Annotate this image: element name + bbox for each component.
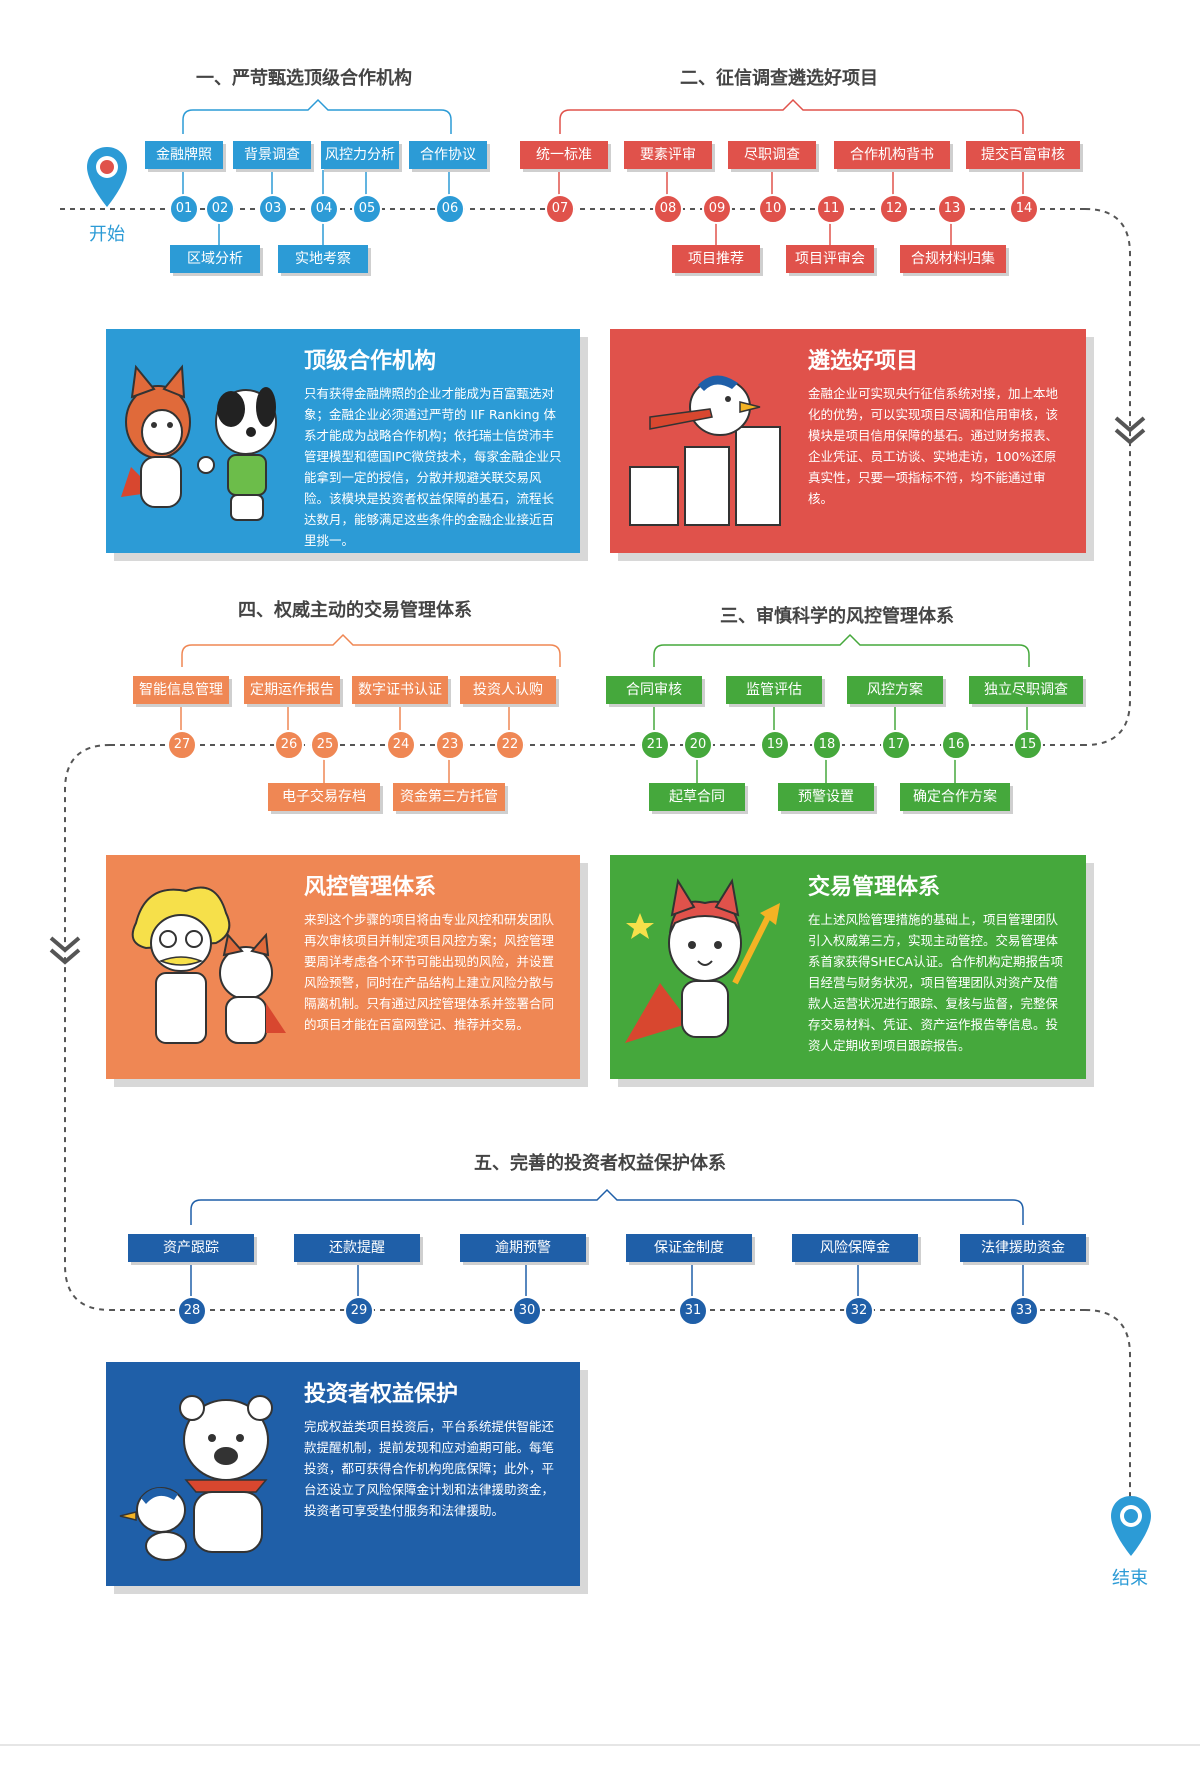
end-label: 结束 [1112,1568,1148,1589]
card-title: 遴选好项目 [808,349,919,374]
card-body: 来到这个步骤的项目将由专业风控和研发团队再次审核项目并制定项目风控方案；风控管理… [304,912,555,1032]
section-title-4: 四、权威主动的交易管理体系 [238,600,472,621]
step-number: 22 [495,730,525,760]
step-number: 19 [760,730,790,760]
step-number: 29 [344,1296,374,1326]
step-number: 17 [881,730,911,760]
card-title: 顶级合作机构 [304,349,437,374]
step-tag: 区域分析 [170,245,260,273]
professor-and-cat-illustration-icon [131,886,286,1044]
card-select-project: 遴选好项目 金融企业可实现央行征信系统对接，加上本地化的优势，可以实现项目尽调和… [610,329,1086,553]
card-risk-management: 风控管理体系 来到这个步骤的项目将由专业风控和研发团队再次审核项目并制定项目风控… [106,855,580,1079]
step-tag: 智能信息管理 [133,676,229,704]
step-tag: 尽职调查 [728,141,816,169]
step-tag: 资金第三方托管 [393,783,505,811]
card-title: 交易管理体系 [808,875,941,900]
card-body: 完成权益类项目投资后，平台系统提供智能还款提醒机制，提前发现和应对逾期可能。每笔… [304,1419,555,1518]
step-number: 30 [512,1296,542,1326]
step-tag: 项目推荐 [672,245,760,273]
step-tag: 数字证书认证 [352,676,448,704]
step-tag: 合作机构背书 [834,141,950,169]
step-number: 27 [167,730,197,760]
step-number: 33 [1009,1296,1039,1326]
step-number: 28 [177,1296,207,1326]
step-number: 24 [386,730,416,760]
step-number: 15 [1013,730,1043,760]
step-tag: 电子交易存档 [268,783,380,811]
step-number: 25 [310,730,340,760]
step-tag: 金融牌照 [145,141,223,169]
step-tag: 统一标准 [520,141,608,169]
step-number: 09 [702,194,732,224]
step-number: 20 [683,730,713,760]
start-pin-icon [87,147,127,207]
step-number: 02 [205,194,235,224]
step-number: 32 [844,1296,874,1326]
step-number: 06 [435,194,465,224]
step-number: 10 [758,194,788,224]
step-number: 16 [941,730,971,760]
step-tag: 投资人认购 [460,676,556,704]
section-title-2: 二、征信调查遴选好项目 [680,68,878,89]
step-tag: 背景调查 [233,141,311,169]
step-number: 23 [435,730,465,760]
step-number: 13 [937,194,967,224]
card-body: 在上述风险管理措施的基础上，项目管理团队引入权威第三方，实现主动管控。交易管理体… [808,912,1064,1053]
section-title-1: 一、严苛甄选顶级合作机构 [196,68,412,89]
step-tag: 风控力分析 [321,141,399,169]
step-number: 01 [169,194,199,224]
step-tag: 预警设置 [778,783,874,811]
card-transaction-management: 交易管理体系 在上述风险管理措施的基础上，项目管理团队引入权威第三方，实现主动管… [610,855,1086,1079]
step-tag: 合同审核 [606,676,702,704]
card-title: 风控管理体系 [304,875,437,900]
step-number: 12 [879,194,909,224]
card-investor-protection: 投资者权益保护 完成权益类项目投资后，平台系统提供智能还款提醒机制，提前发现和应… [106,1362,580,1586]
start-label: 开始 [89,224,125,245]
cat-and-dog-illustration-icon [121,364,277,521]
card-body: 金融企业可实现央行征信系统对接，加上本地化的优势，可以实现项目尽调和信用审核，该… [808,386,1059,506]
section-title-3: 三、审慎科学的风控管理体系 [720,606,954,627]
card-top-partner: 顶级合作机构 只有获得金融牌照的企业才能成为百富甄选对象；金融企业必须通过严苛的… [106,329,580,553]
step-tag: 独立尽职调查 [969,676,1083,704]
step-number: 04 [309,194,339,224]
section-title-5: 五、完善的投资者权益保护体系 [474,1153,726,1174]
step-number: 18 [812,730,842,760]
bird-on-bars-illustration-icon [629,375,781,526]
hero-cat-illustration-icon [625,878,780,1043]
step-number: 21 [640,730,670,760]
step-tag: 资产跟踪 [128,1234,254,1262]
step-number: 31 [678,1296,708,1326]
step-tag: 风控方案 [847,676,943,704]
step-tag: 监管评估 [726,676,822,704]
step-number: 08 [653,194,683,224]
step-number: 26 [274,730,304,760]
step-tag: 要素评审 [624,141,712,169]
step-tag: 合规材料归集 [900,245,1006,273]
step-tag: 确定合作方案 [900,783,1010,811]
step-tag: 实地考察 [278,245,368,273]
step-tag: 风险保障金 [792,1234,918,1262]
end-pin-icon [1111,1496,1151,1556]
card-body: 只有获得金融牌照的企业才能成为百富甄选对象；金融企业必须通过严苛的 IIF Ra… [304,386,562,548]
bear-and-bird-illustration-icon [119,1395,273,1561]
step-number: 03 [258,194,288,224]
step-number: 05 [352,194,382,224]
step-number: 14 [1009,194,1039,224]
step-tag: 合作协议 [409,141,487,169]
step-tag: 还款提醒 [294,1234,420,1262]
step-tag: 项目评审会 [786,245,874,273]
step-tag: 保证金制度 [626,1234,752,1262]
step-tag: 起草合同 [649,783,745,811]
card-title: 投资者权益保护 [304,1382,459,1407]
step-tag: 法律援助资金 [960,1234,1086,1262]
step-tag: 提交百富审核 [966,141,1080,169]
step-number: 11 [816,194,846,224]
step-tag: 逾期预警 [460,1234,586,1262]
step-number: 07 [545,194,575,224]
step-tag: 定期运作报告 [244,676,340,704]
